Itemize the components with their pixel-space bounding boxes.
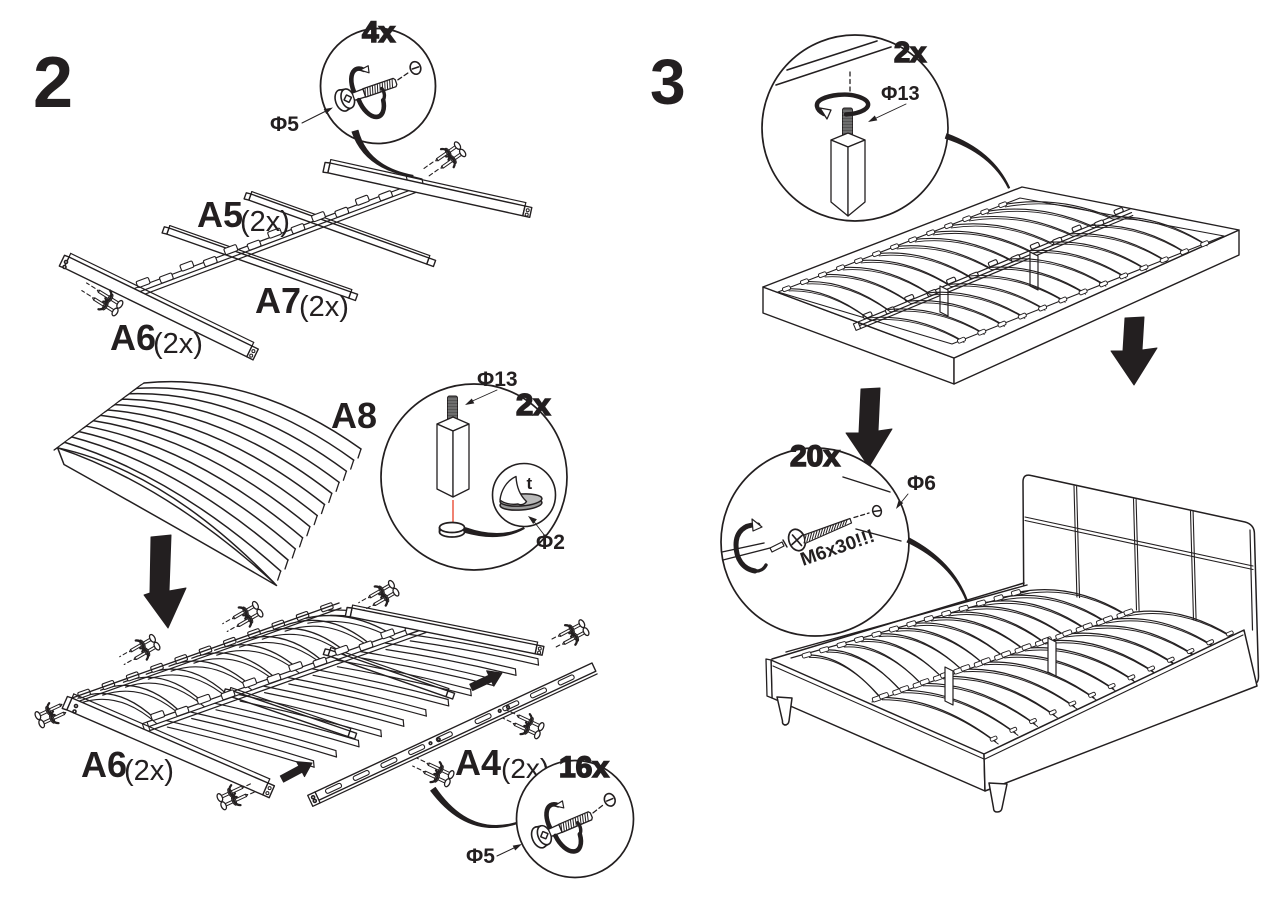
svg-text:A7: A7: [255, 280, 301, 321]
svg-text:16x: 16x: [559, 751, 609, 784]
svg-text:A8: A8: [331, 395, 377, 436]
svg-text:Φ6: Φ6: [907, 472, 936, 495]
svg-text:A6: A6: [110, 317, 156, 358]
svg-text:Φ13: Φ13: [477, 368, 518, 391]
svg-text:2x: 2x: [894, 37, 926, 69]
svg-text:Φ5: Φ5: [270, 113, 299, 136]
svg-text:2x: 2x: [516, 387, 551, 422]
svg-text:A5: A5: [197, 194, 243, 235]
svg-text:(2x): (2x): [153, 328, 203, 360]
svg-text:(2x): (2x): [240, 206, 290, 238]
svg-text:t: t: [527, 474, 533, 493]
svg-text:4x: 4x: [362, 16, 396, 49]
svg-text:Φ5: Φ5: [466, 845, 495, 868]
svg-text:2: 2: [33, 43, 73, 123]
svg-text:Φ2: Φ2: [536, 531, 565, 554]
svg-text:20x: 20x: [790, 440, 840, 473]
svg-text:A4: A4: [455, 742, 501, 783]
svg-text:Φ13: Φ13: [881, 83, 920, 105]
svg-text:A6: A6: [81, 744, 127, 785]
svg-text:3: 3: [650, 46, 686, 118]
svg-text:(2x): (2x): [299, 291, 349, 323]
svg-text:(2x): (2x): [124, 755, 174, 787]
